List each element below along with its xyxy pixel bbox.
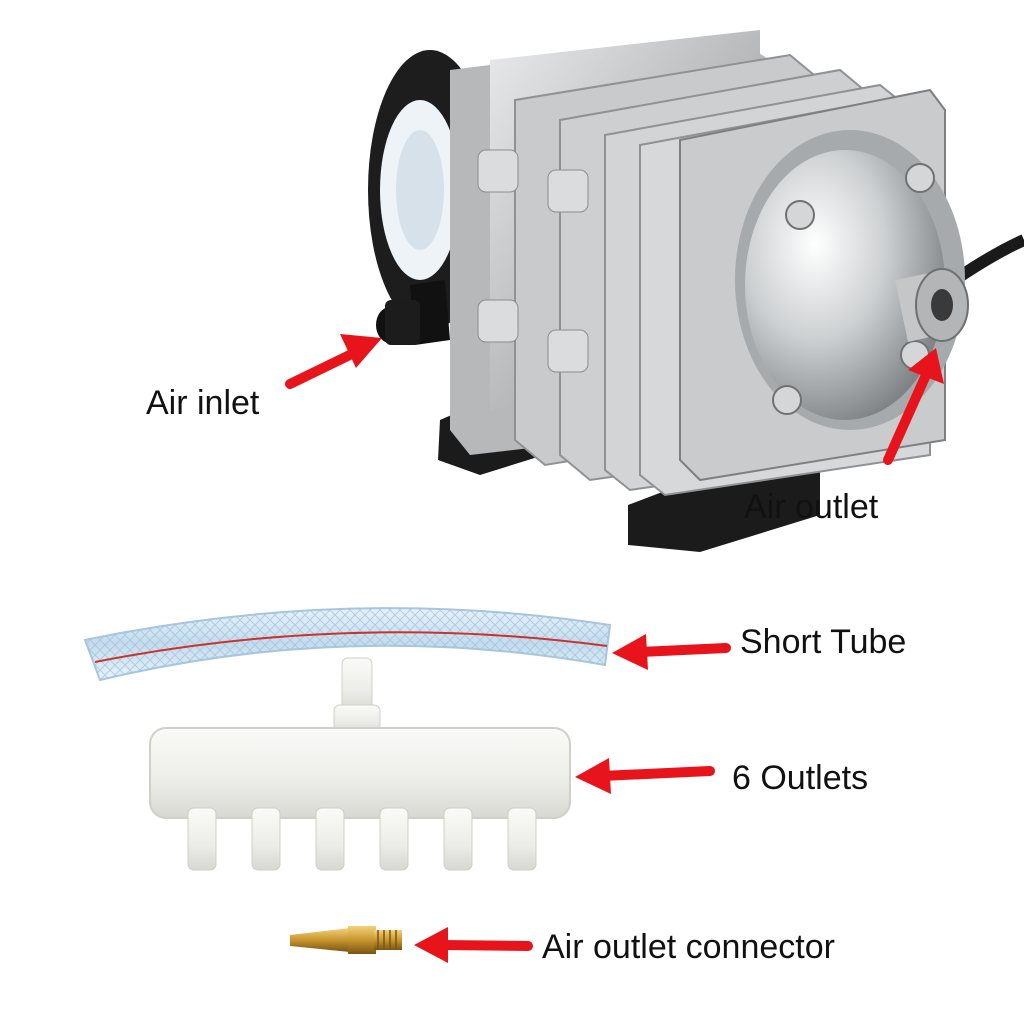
air-inlet-label: Air inlet [146, 384, 260, 422]
manifold-outlets [187, 807, 537, 871]
short-tube-label: Short Tube [740, 623, 907, 661]
six-outlet-manifold [149, 657, 571, 871]
six-outlets-label: 6 Outlets [732, 759, 869, 797]
air-outlet-connector-label: Air outlet connector [542, 928, 835, 966]
callout-arrows [285, 334, 944, 963]
air-inlet-nozzle [376, 280, 450, 345]
brass-connector [290, 926, 402, 954]
short-tube [83, 607, 612, 682]
air-pump [368, 30, 1024, 552]
air-outlet-label: Air outlet [744, 488, 879, 526]
air-outlet-port [895, 268, 969, 342]
